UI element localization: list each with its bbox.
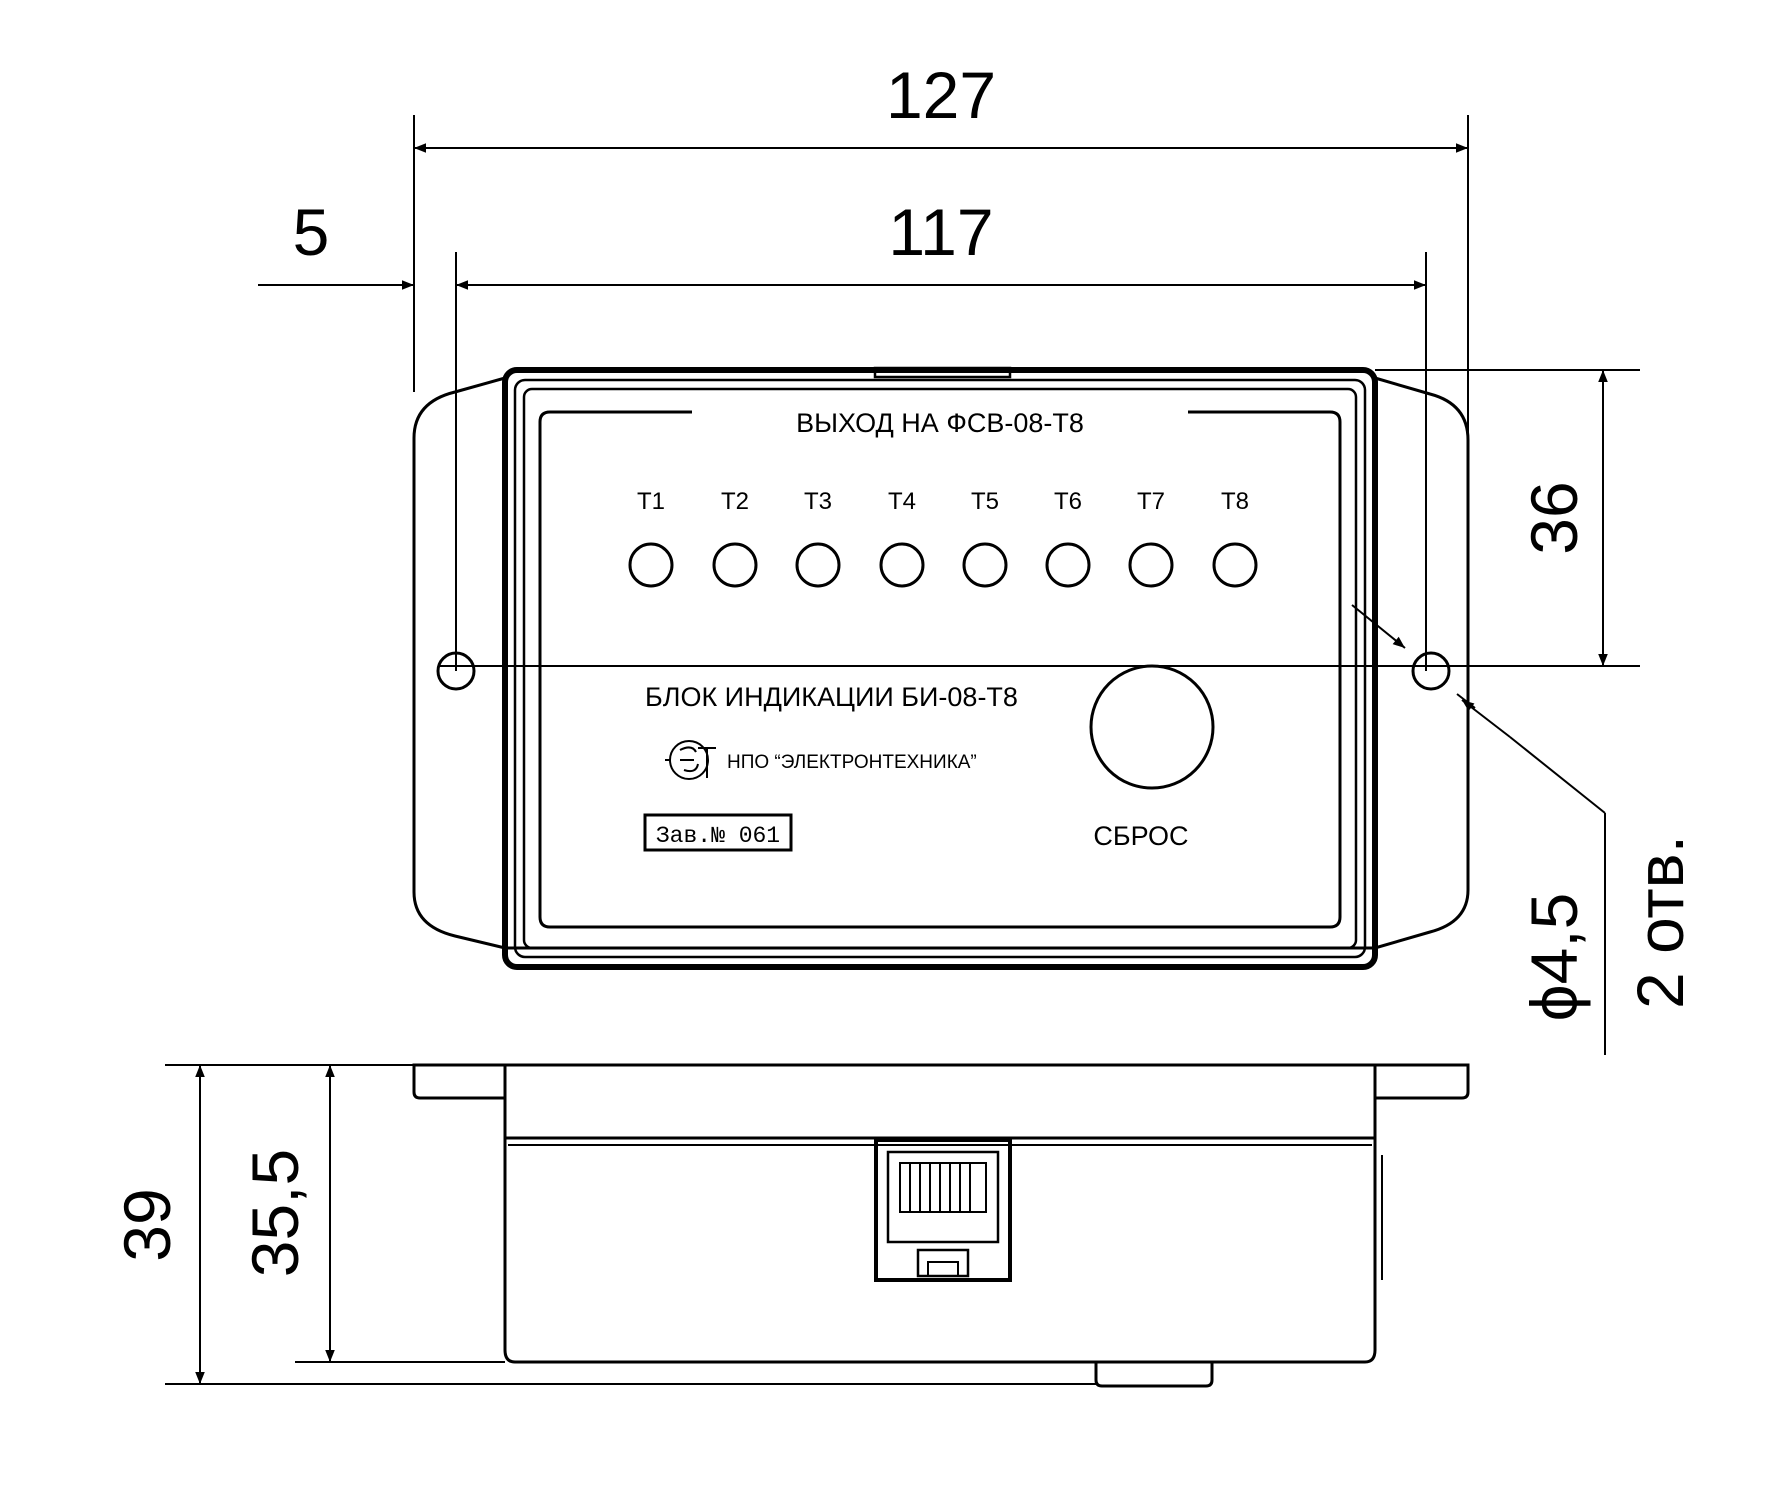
led-t3 bbox=[795, 542, 841, 588]
led-t5 bbox=[962, 542, 1008, 588]
channel-label: Т3 bbox=[804, 488, 832, 515]
led-t2 bbox=[712, 542, 758, 588]
side-flange-right bbox=[1373, 1063, 1470, 1100]
dim-panel-height: 36 bbox=[1517, 481, 1591, 554]
serial-box bbox=[643, 813, 793, 852]
top-connector-slot bbox=[873, 366, 1012, 379]
manufacturer: НПО “ЭЛЕКТРОНТЕХНИКА” bbox=[727, 752, 977, 773]
dim-body-height: 35,5 bbox=[238, 1149, 312, 1277]
dim-total-height: 39 bbox=[110, 1188, 184, 1261]
channel-labels: Т1 Т2 Т3 Т4 Т5 Т6 Т7 Т8 bbox=[637, 488, 1249, 515]
reset-label: СБРОС bbox=[1093, 821, 1188, 851]
housing-outer bbox=[502, 367, 1378, 970]
reset-button bbox=[1089, 664, 1215, 790]
panel-frame bbox=[538, 410, 1342, 929]
housing-inner-border bbox=[513, 378, 1367, 959]
rj-contacts bbox=[899, 1162, 987, 1213]
channel-label: Т7 bbox=[1137, 488, 1165, 515]
led-t1 bbox=[628, 542, 674, 588]
housing-inner-border-2 bbox=[522, 387, 1358, 950]
side-dimension-lines bbox=[165, 1064, 1096, 1385]
side-flange bbox=[412, 1063, 507, 1100]
led-t6 bbox=[1045, 542, 1091, 588]
side-body bbox=[503, 1065, 1377, 1364]
rj-connector-inner bbox=[886, 1150, 1000, 1244]
led-row bbox=[628, 542, 1258, 588]
channel-label: Т2 bbox=[721, 488, 749, 515]
output-label: ВЫХОД НА ФСВ-08-Т8 bbox=[796, 408, 1084, 438]
dim-hole-offset: 5 bbox=[293, 195, 330, 269]
dim-hole-count: 2 отв. bbox=[1623, 835, 1697, 1009]
dimension-lines bbox=[258, 115, 1640, 1055]
dim-overall-width: 127 bbox=[886, 58, 996, 132]
electrontechnika-logo-icon bbox=[665, 740, 716, 780]
rj-connector bbox=[874, 1138, 1012, 1282]
dim-hole-spacing: 117 bbox=[888, 195, 993, 269]
led-t8 bbox=[1212, 542, 1258, 588]
mounting-flange bbox=[412, 376, 1470, 950]
channel-label: Т6 bbox=[1054, 488, 1082, 515]
led-t4 bbox=[879, 542, 925, 588]
device-name: БЛОК ИНДИКАЦИИ БИ-08-Т8 bbox=[645, 682, 1018, 712]
top-view bbox=[412, 366, 1470, 970]
dim-hole-diameter: ϕ4,5 bbox=[1517, 893, 1591, 1022]
channel-label: Т1 bbox=[637, 488, 665, 515]
channel-label: Т8 bbox=[1221, 488, 1249, 515]
channel-label: Т5 bbox=[971, 488, 999, 515]
side-view bbox=[412, 1063, 1470, 1388]
led-t7 bbox=[1128, 542, 1174, 588]
side-foot bbox=[1094, 1362, 1214, 1388]
serial-number: Зав.№ 061 bbox=[656, 823, 780, 849]
mounting-hole-right bbox=[1411, 651, 1451, 691]
channel-label: Т4 bbox=[888, 488, 916, 515]
